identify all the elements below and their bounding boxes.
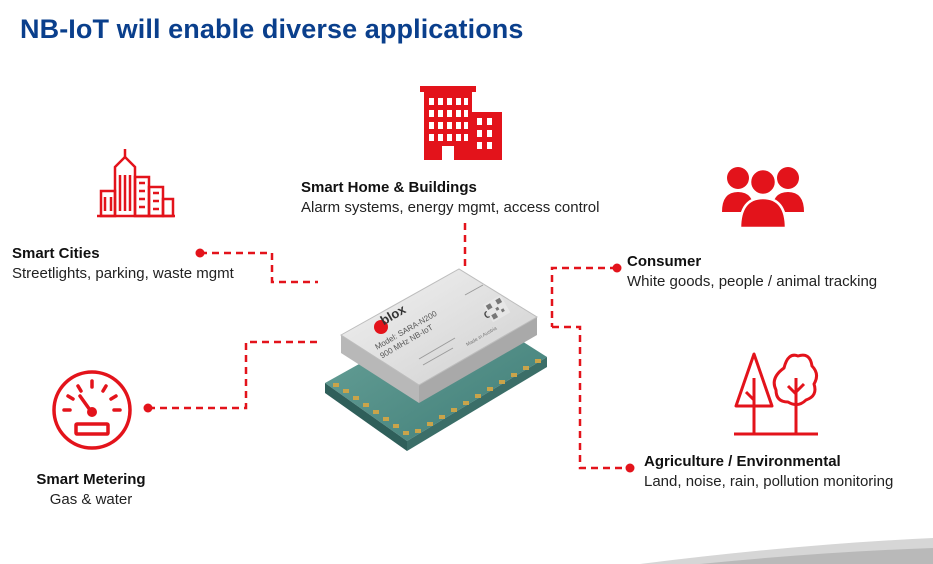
- app-agriculture: Agriculture / Environmental Land, noise,…: [644, 452, 893, 492]
- page-title: NB-IoT will enable diverse applications: [20, 14, 524, 44]
- app-desc: Land, noise, rain, pollution monitoring: [644, 473, 894, 490]
- app-title: Consumer: [627, 253, 702, 270]
- city-skyline-icon: [97, 149, 175, 218]
- connector-dot: [612, 263, 622, 273]
- connector-dot: [143, 403, 153, 413]
- connector-dot: [195, 248, 205, 258]
- office-building-icon: [420, 86, 502, 160]
- trees-icon: [734, 352, 819, 436]
- app-desc: Alarm systems, energy mgmt, access contr…: [301, 199, 600, 216]
- app-title: Smart Home & Buildings: [301, 179, 477, 196]
- app-title: Agriculture / Environmental: [644, 453, 841, 470]
- people-group-icon: [722, 167, 804, 230]
- app-desc: Gas & water: [49, 491, 133, 508]
- connector-smart-metering: [148, 340, 318, 410]
- connector-consumer: [550, 266, 617, 327]
- app-smart-metering: Smart Metering Gas & water: [28, 470, 154, 510]
- app-desc: White goods, people / animal tracking: [627, 273, 878, 290]
- app-smart-home: Smart Home & Buildings Alarm systems, en…: [301, 178, 599, 218]
- meter-gauge-icon: [52, 370, 132, 450]
- qr-code: [483, 295, 511, 323]
- app-title: Smart Metering: [36, 471, 146, 488]
- connector-dot: [625, 463, 635, 473]
- app-consumer: Consumer White goods, people / animal tr…: [627, 252, 877, 292]
- sara-n200-module: blox Model: SARA-N200 900 MHz NB-IoT Mad…: [325, 268, 547, 451]
- app-desc: Streetlights, parking, waste mgmt: [12, 265, 234, 282]
- app-title: Smart Cities: [12, 245, 100, 262]
- connector-agriculture: [552, 325, 630, 470]
- app-smart-cities: Smart Cities Streetlights, parking, wast…: [12, 244, 234, 284]
- connector-smart-cities: [200, 251, 318, 284]
